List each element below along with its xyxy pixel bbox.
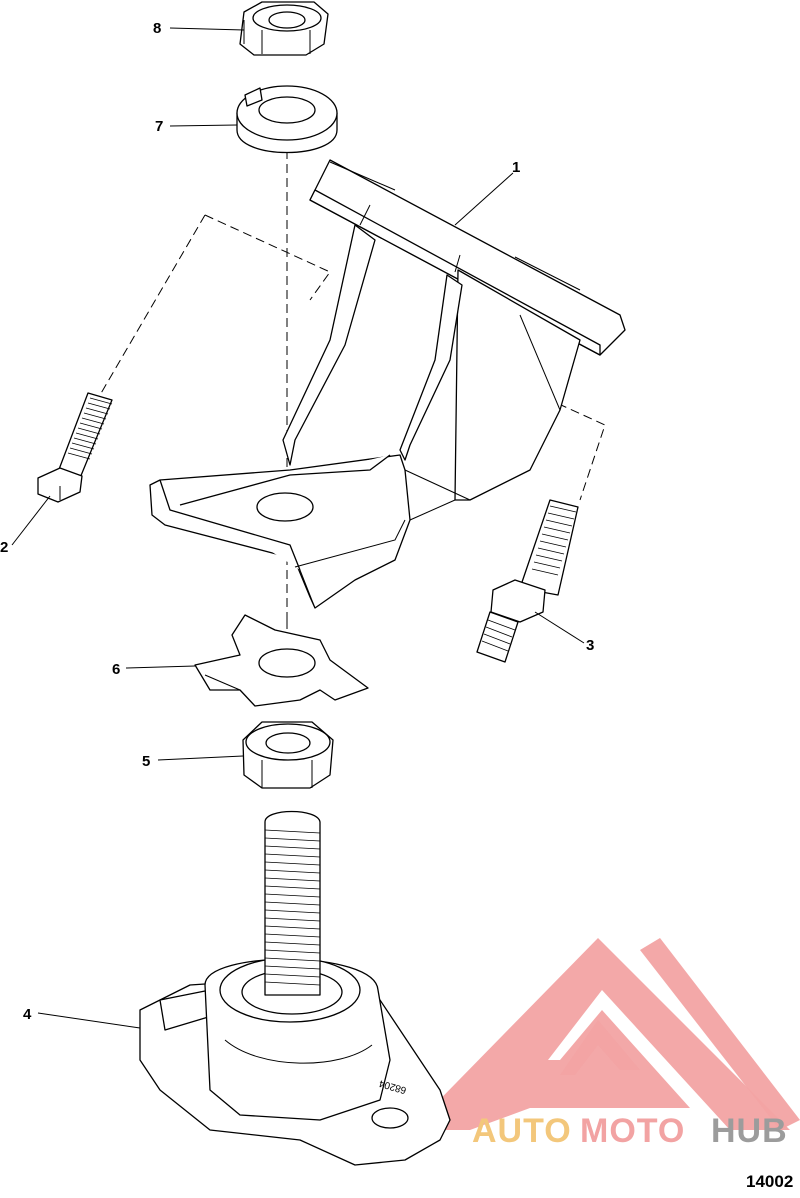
callout-7: 7 <box>155 118 163 135</box>
watermark-auto: AUTO <box>472 1112 572 1150</box>
part-5-hex-nut <box>242 721 334 789</box>
callout-4: 4 <box>23 1006 32 1023</box>
watermark-moto: MOTO <box>580 1112 685 1150</box>
watermark-logo: AUTO MOTO HUB <box>410 938 800 1150</box>
callout-6: 6 <box>112 661 120 678</box>
triangle-logo-icon <box>410 938 800 1130</box>
part-7-lock-washer <box>236 85 338 154</box>
watermark-hub: HUB <box>711 1112 788 1150</box>
part-2-bolt <box>37 392 113 503</box>
figure-number: 14002 <box>746 1172 793 1191</box>
part-1-bracket <box>149 159 626 609</box>
callout-2: 2 <box>0 539 8 556</box>
callout-labels: 8 7 1 2 3 6 5 4 <box>0 20 594 1023</box>
part-6-tab-washer <box>194 614 369 707</box>
part-4-engine-mount: 68204 <box>139 810 451 1166</box>
leader-lines <box>11 27 585 1029</box>
part-3-stud <box>476 499 579 663</box>
part-8-hex-nut <box>239 1 329 56</box>
callout-3: 3 <box>586 637 594 654</box>
callout-5: 5 <box>142 753 150 770</box>
callout-1: 1 <box>512 159 520 176</box>
callout-8: 8 <box>153 20 161 37</box>
